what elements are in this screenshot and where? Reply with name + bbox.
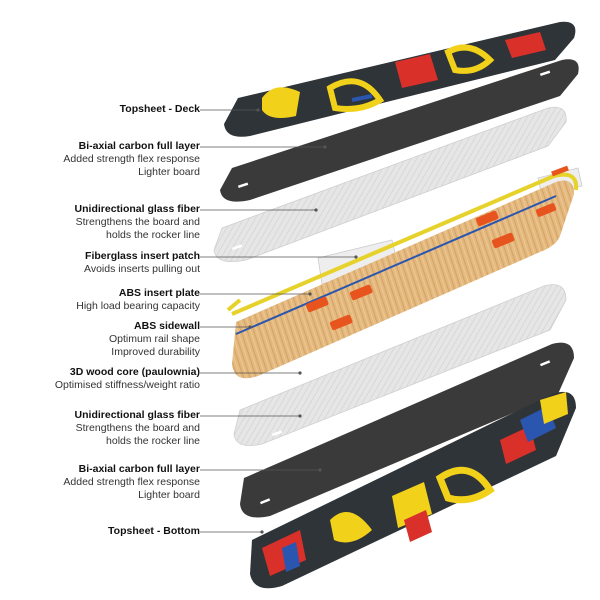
layer-title: ABS insert plate [10, 287, 200, 300]
label-glass-deck: Unidirectional glass fiber Strengthens t… [10, 203, 200, 242]
label-carbon-deck: Bi-axial carbon full layer Added strengt… [10, 140, 200, 179]
layer-title: Topsheet - Deck [10, 103, 200, 116]
layer-title: 3D wood core (paulownia) [10, 366, 200, 379]
label-carbon-bottom: Bi-axial carbon full layer Added strengt… [10, 463, 200, 502]
layer-description: holds the rocker line [10, 435, 200, 448]
layer-description: Lighter board [10, 166, 200, 179]
layer-title: Unidirectional glass fiber [10, 203, 200, 216]
label-topsheet-bottom: Topsheet - Bottom [10, 525, 200, 538]
layer-description: High load bearing capacity [10, 300, 200, 313]
label-wood-core: 3D wood core (paulownia) Optimised stiff… [10, 366, 200, 392]
layer-description: Avoids inserts pulling out [10, 263, 200, 276]
layer-description: Strengthens the board and [10, 216, 200, 229]
layer-title: Fiberglass insert patch [10, 250, 200, 263]
label-abs-insert-plate: ABS insert plate High load bearing capac… [10, 287, 200, 313]
layer-description: holds the rocker line [10, 229, 200, 242]
label-insert-patch: Fiberglass insert patch Avoids inserts p… [10, 250, 200, 276]
layer-description: Added strength flex response [10, 476, 200, 489]
layer-description: Added strength flex response [10, 153, 200, 166]
label-glass-bottom: Unidirectional glass fiber Strengthens t… [10, 409, 200, 448]
layer-title: Bi-axial carbon full layer [10, 140, 200, 153]
layer-description: Optimum rail shape [10, 333, 200, 346]
layer-description: Optimised stiffness/weight ratio [10, 379, 200, 392]
layer-description: Lighter board [10, 489, 200, 502]
layer-description: Improved durability [10, 346, 200, 359]
layer-title: Topsheet - Bottom [10, 525, 200, 538]
layer-title: Bi-axial carbon full layer [10, 463, 200, 476]
layer-title: ABS sidewall [10, 320, 200, 333]
layer-description: Strengthens the board and [10, 422, 200, 435]
label-topsheet-deck: Topsheet - Deck [10, 103, 200, 116]
layer-title: Unidirectional glass fiber [10, 409, 200, 422]
label-abs-sidewall: ABS sidewall Optimum rail shape Improved… [10, 320, 200, 359]
